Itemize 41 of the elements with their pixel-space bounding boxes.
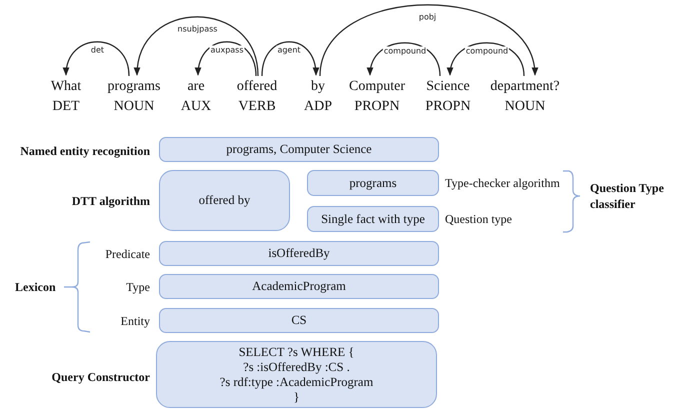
- process-box: AcademicProgram: [159, 274, 439, 299]
- edge-label: compound: [382, 46, 428, 56]
- pos-tag: ADP: [304, 97, 332, 117]
- row-label: Type: [126, 280, 150, 295]
- word-text: What: [50, 78, 82, 96]
- pos-tag: DET: [50, 97, 82, 117]
- edge-label: compound: [464, 46, 510, 56]
- row-label: Entity: [120, 314, 150, 329]
- pos-tag: NOUN: [108, 97, 160, 117]
- word-text: by: [310, 78, 326, 96]
- edge-label: pobj: [418, 12, 438, 22]
- process-box: programs, Computer Science: [159, 137, 439, 162]
- row-label: Predicate: [105, 247, 150, 262]
- word-text: are: [186, 78, 206, 96]
- pos-tag: PROPN: [349, 97, 405, 117]
- side-label: Question type: [445, 212, 512, 227]
- process-box: offered by: [159, 170, 290, 231]
- query-box: SELECT ?s WHERE { ?s :isOfferedBy :CS . ?s rdf:type :AcademicProgram }: [156, 341, 437, 408]
- edge-label: agent: [276, 46, 302, 54]
- process-box: programs: [307, 170, 439, 196]
- process-box: Single fact with type: [307, 206, 439, 232]
- word-text: Computer: [349, 78, 405, 96]
- process-box: isOfferedBy: [159, 241, 439, 266]
- edge-label: det: [90, 46, 106, 54]
- process-box: CS: [159, 308, 439, 333]
- section-heading: DTT algorithm: [72, 194, 150, 209]
- pos-tag: VERB: [236, 97, 278, 117]
- pos-tag: AUX: [180, 97, 212, 117]
- section-heading: Named entity recognition: [20, 144, 150, 159]
- word-text: Science: [425, 78, 471, 96]
- word-text: programs: [108, 78, 160, 96]
- edge-label: auxpass: [209, 46, 245, 54]
- pos-tag: PROPN: [425, 97, 471, 117]
- section-heading: Lexicon: [15, 280, 56, 295]
- section-heading: Query Constructor: [52, 370, 150, 385]
- edge-label: nsubjpass: [176, 24, 218, 34]
- side-label: Type-checker algorithm: [445, 176, 560, 191]
- section-heading: Question Type classifier: [590, 180, 665, 212]
- word-text: department?: [490, 78, 560, 96]
- pos-tag: NOUN: [490, 97, 560, 117]
- word-text: offered: [236, 78, 278, 96]
